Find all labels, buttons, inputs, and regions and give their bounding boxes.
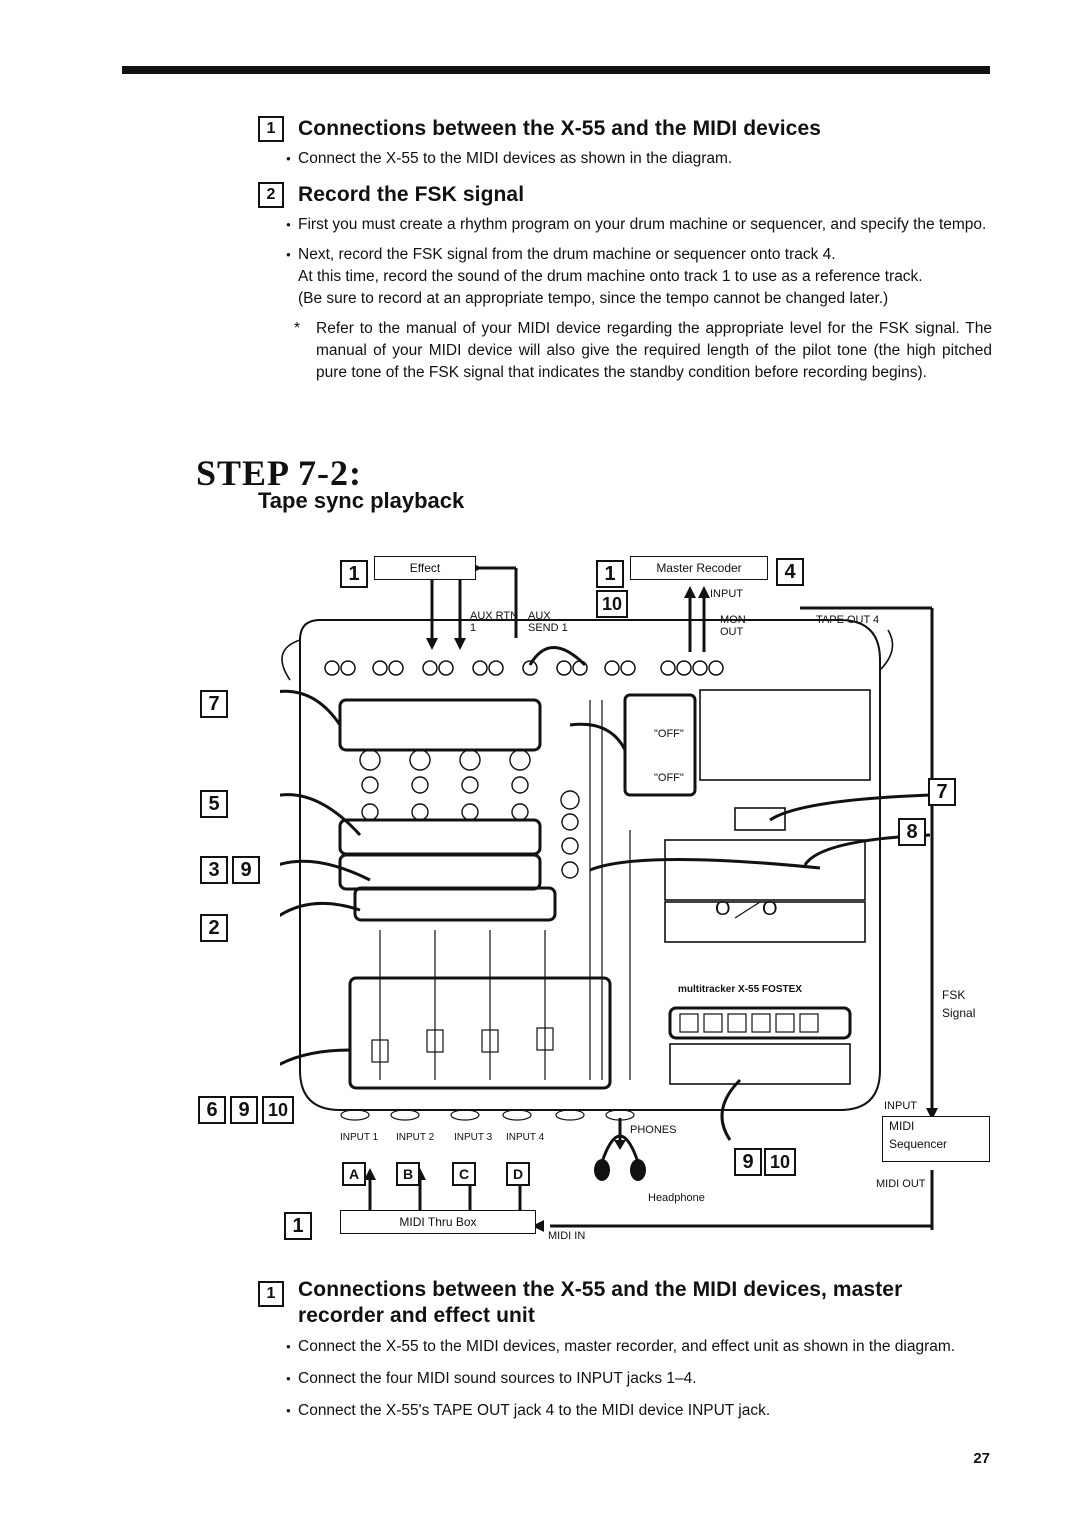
channel-a-box: A (342, 1162, 366, 1186)
step-number-badge: 1 (340, 560, 368, 588)
connection-diagram: O O (198, 550, 1000, 1250)
tape-out-label: TAPE OUT 4 (816, 614, 880, 626)
bullet-text: Connect the X-55 to the MIDI devices, ma… (286, 1336, 992, 1358)
effect-unit-box: Effect (374, 556, 476, 580)
step-number-badge: 10 (764, 1148, 796, 1176)
fsk-signal-label: FSK Signal (942, 988, 976, 1020)
sequencer-label: Sequencer (889, 1137, 948, 1151)
aux-rtn-label: AUX RTN 1 (470, 610, 519, 634)
section-number: 2 (258, 182, 284, 208)
section-connections-master: 1 Connections between the X-55 and the M… (258, 1278, 992, 1422)
off-label: "OFF" (654, 728, 684, 740)
master-recorder-box: Master Recoder (630, 556, 768, 580)
section-heading-line: recorder and effect unit (298, 1304, 535, 1327)
section-heading-line: Connections between the X-55 and the MID… (298, 1278, 903, 1301)
step-number-badge: 2 (200, 914, 228, 942)
midi-in-label: MIDI IN (548, 1230, 586, 1242)
svg-text:O: O (762, 898, 778, 920)
step-number-badge: 9 (232, 856, 260, 884)
bullet-text: Connect the X-55's TAPE OUT jack 4 to th… (286, 1400, 992, 1422)
step-number-badge: 7 (200, 690, 228, 718)
channel-b-box: B (396, 1162, 420, 1186)
section-number: 1 (258, 1281, 284, 1307)
step-number-badge: 9 (734, 1148, 762, 1176)
brand-label: multitracker X-55 FOSTEX (678, 984, 802, 995)
bullet-text: Connect the X-55 to the MIDI devices as … (286, 148, 992, 170)
note-body: Refer to the manual of your MIDI device … (316, 320, 992, 381)
step-number-badge: 6 (198, 1096, 226, 1124)
midi-label: MIDI (889, 1119, 915, 1133)
mon-out-label: MON OUT (720, 614, 746, 638)
step-number-badge: 1 (596, 560, 624, 588)
input-label: INPUT (710, 588, 743, 600)
midi-sequencer-box: MIDI Sequencer (882, 1116, 990, 1162)
input-jack-label: INPUT 4 (506, 1132, 545, 1143)
input-jack-label: INPUT 1 (340, 1132, 379, 1143)
midi-thru-box: MIDI Thru Box (340, 1210, 536, 1234)
step-number-badge: 3 (200, 856, 228, 884)
section-number: 1 (258, 116, 284, 142)
bullet-text: First you must create a rhythm program o… (286, 214, 992, 236)
step-number-badge: 7 (928, 778, 956, 806)
section-heading: Record the FSK signal (298, 183, 525, 206)
paragraph-line: At this time, record the sound of the dr… (298, 268, 923, 285)
top-rule (122, 66, 990, 74)
midi-out-label: MIDI OUT (876, 1178, 926, 1190)
page-number: 27 (973, 1450, 990, 1467)
headphone-label: Headphone (648, 1192, 705, 1204)
phones-label: PHONES (630, 1124, 677, 1136)
channel-d-box: D (506, 1162, 530, 1186)
step-number-badge: 10 (596, 590, 628, 618)
input-jack-label: INPUT 3 (454, 1132, 493, 1143)
svg-text:O: O (715, 898, 731, 920)
bullet-text: Connect the four MIDI sound sources to I… (286, 1368, 992, 1390)
step-title: STEP 7-2: (196, 453, 363, 493)
step-number-badge: 9 (230, 1096, 258, 1124)
note-text: * Refer to the manual of your MIDI devic… (286, 318, 992, 384)
off-label: "OFF" (654, 772, 684, 784)
step-number-badge: 10 (262, 1096, 294, 1124)
step-subtitle: Tape sync playback (258, 488, 465, 513)
step-number-badge: 5 (200, 790, 228, 818)
section-record-fsk: 2 Record the FSK signal First you must c… (258, 182, 992, 384)
asterisk-mark: * (294, 320, 301, 337)
step-number-badge: 4 (776, 558, 804, 586)
bullet-text: Next, record the FSK signal from the dru… (286, 244, 992, 266)
paragraph-line: (Be sure to record at an appropriate tem… (298, 290, 889, 307)
section-connections: 1 Connections between the X-55 and the M… (258, 116, 992, 170)
aux-send-label: AUX SEND 1 (528, 610, 568, 634)
midi-input-label: INPUT (884, 1100, 917, 1112)
step-number-badge: 8 (898, 818, 926, 846)
input-jack-label: INPUT 2 (396, 1132, 435, 1143)
section-heading: Connections between the X-55 and the MID… (298, 117, 822, 140)
channel-c-box: C (452, 1162, 476, 1186)
step-number-badge: 1 (284, 1212, 312, 1240)
